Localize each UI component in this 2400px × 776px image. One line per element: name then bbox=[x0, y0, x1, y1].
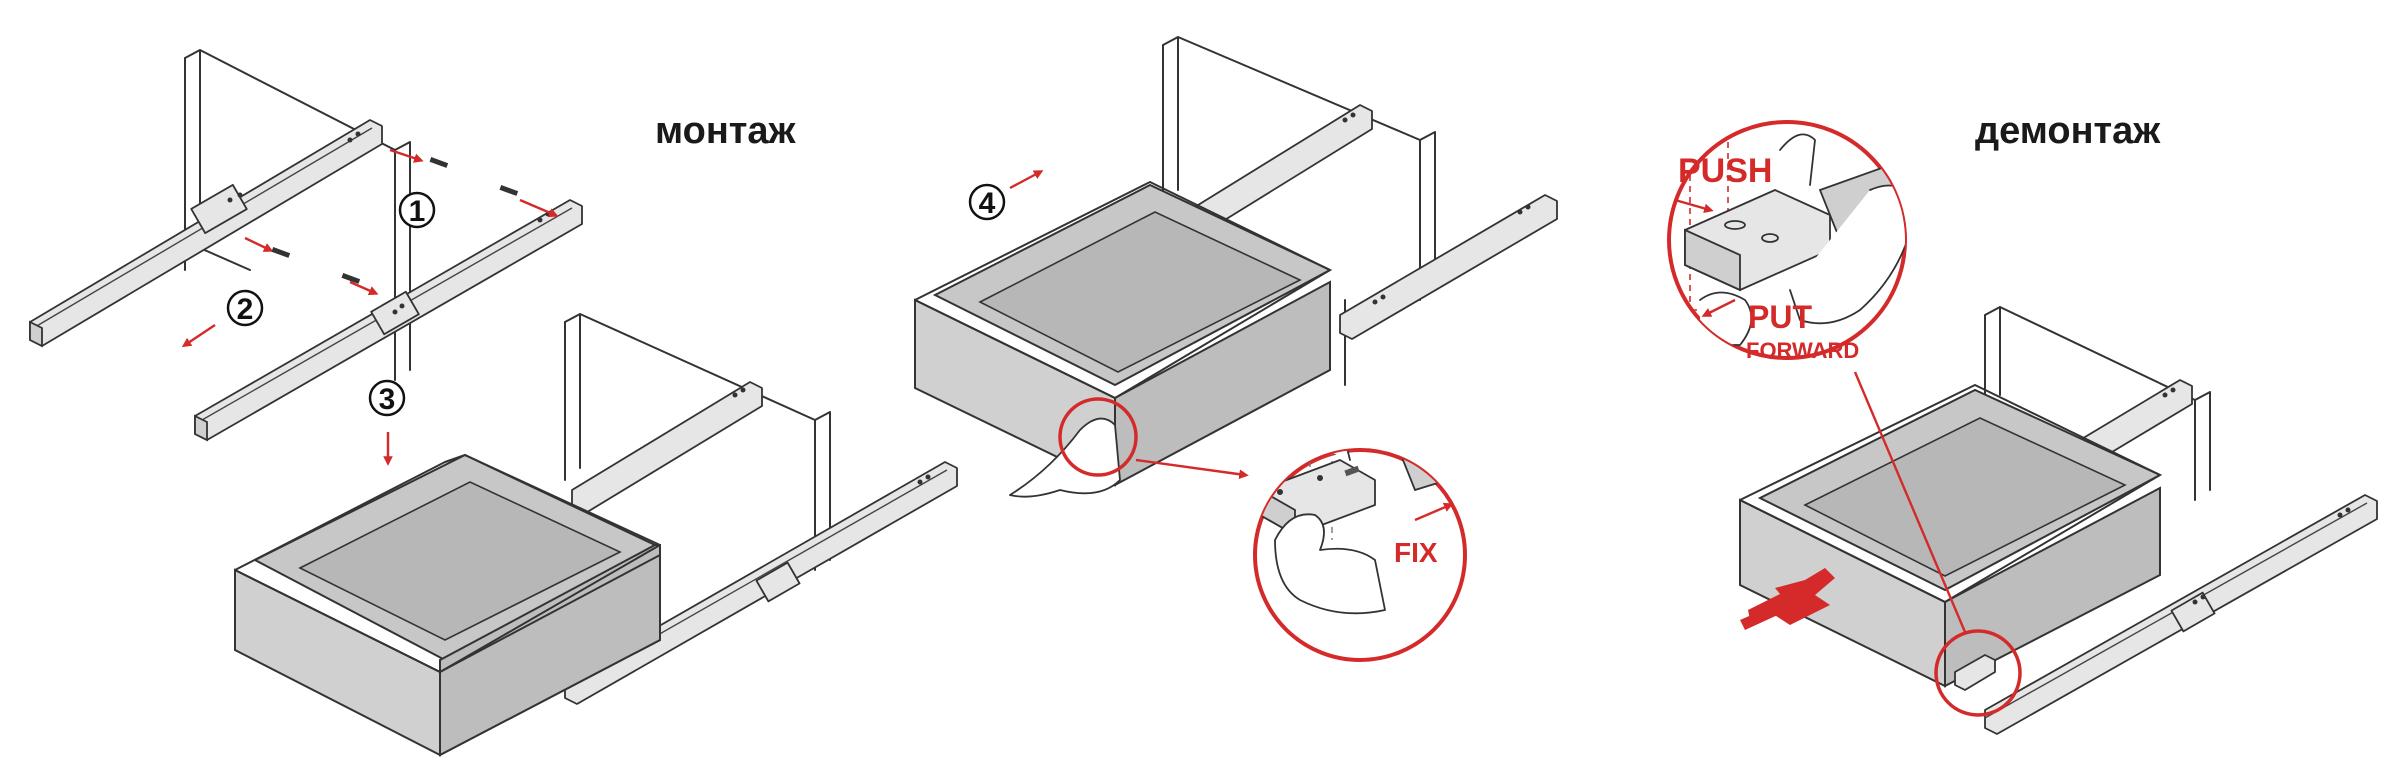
cabinet-frame-right bbox=[1984, 306, 2211, 501]
arrow-pull-out bbox=[181, 324, 216, 348]
step-2-label: 2 bbox=[237, 293, 254, 326]
leader-line-push bbox=[1853, 371, 1967, 633]
detail-circle-remove bbox=[1934, 629, 2022, 717]
rail-cabinet-left bbox=[29, 119, 383, 348]
step-4-marker: 4 bbox=[968, 170, 1044, 221]
screw-3 bbox=[244, 236, 291, 258]
label-forward: FORWARD bbox=[1746, 338, 1859, 363]
rail-drawer-right-long bbox=[1984, 494, 2378, 735]
step-4-label: 4 bbox=[979, 187, 996, 220]
label-fix: FIX bbox=[1394, 537, 1438, 568]
cabinet-frame-top bbox=[184, 49, 411, 381]
arrow-pull-out-remove bbox=[1740, 568, 1835, 630]
install-panel: монтаж bbox=[29, 49, 958, 757]
arrow-push bbox=[1674, 198, 1714, 214]
label-put: PUT bbox=[1748, 299, 1812, 335]
hand-small bbox=[1009, 397, 1249, 498]
arrow-fix bbox=[1414, 502, 1454, 522]
step-2-marker: 2 bbox=[181, 289, 264, 348]
step-3-label: 3 bbox=[379, 383, 396, 416]
screws-install bbox=[244, 148, 559, 296]
screw-1 bbox=[389, 148, 449, 168]
cabinet-frame-bottom bbox=[564, 313, 831, 571]
screw-4 bbox=[341, 273, 379, 296]
drawer-box-fix bbox=[914, 181, 1333, 487]
screw-2 bbox=[499, 185, 559, 218]
label-push: PUSH bbox=[1678, 152, 1772, 190]
step-1-marker: 1 bbox=[398, 191, 436, 229]
arrow-push-in bbox=[1009, 170, 1044, 190]
step-1-label: 1 bbox=[409, 195, 426, 228]
arrow-put-forward bbox=[1701, 298, 1736, 317]
push-detail-callout: PUSH PUT FORWARD bbox=[1667, 120, 1907, 363]
fix-detail-callout: FIX bbox=[1253, 448, 1467, 662]
rail-cabinet-middle-right bbox=[1339, 194, 1558, 340]
rail-drawer-right bbox=[194, 199, 583, 442]
remove-panel: демонтаж bbox=[1667, 110, 2378, 735]
fix-panel: 4 bbox=[914, 36, 1558, 662]
drawer-box-install bbox=[234, 453, 661, 757]
heading-remove: демонтаж bbox=[1975, 110, 2161, 152]
leader-arrow-fix bbox=[1135, 458, 1249, 479]
detail-circle-small bbox=[1058, 397, 1138, 477]
rail-cabinet-bottom bbox=[571, 381, 763, 515]
clip-small-remove bbox=[1954, 654, 1996, 691]
step-3-marker: 3 bbox=[368, 379, 406, 466]
heading-install: монтаж bbox=[655, 110, 797, 152]
